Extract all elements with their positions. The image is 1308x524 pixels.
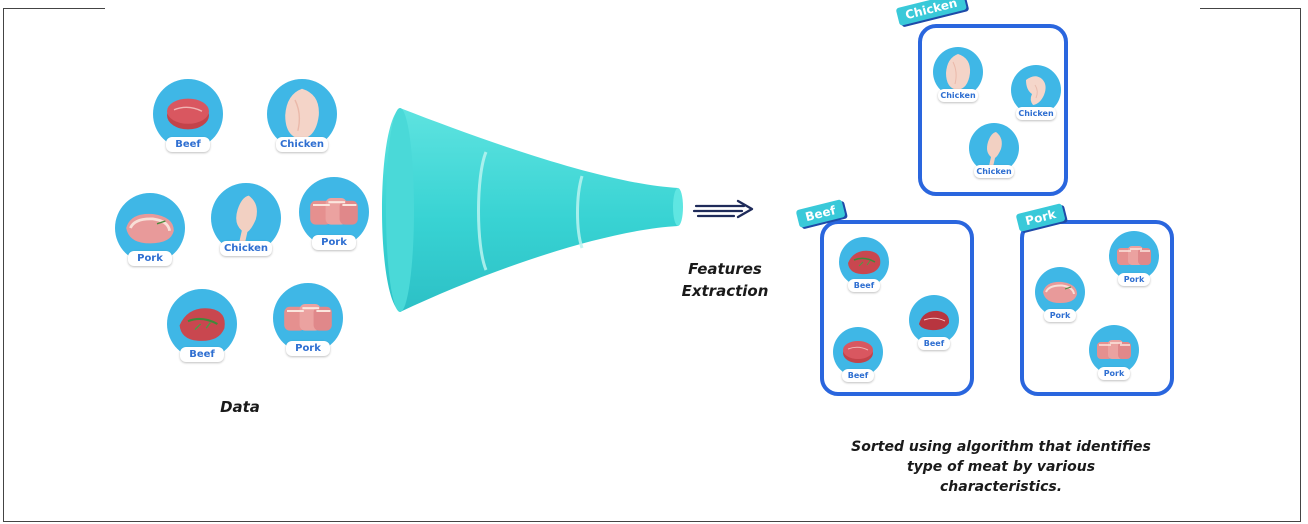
sorted-caption: Sorted using algorithm that identifies t… <box>836 437 1166 497</box>
frame-top-left-line <box>3 8 105 9</box>
chicken-group-box <box>918 24 1068 196</box>
meat-label: Chicken <box>974 165 1014 178</box>
meat-label: Beef <box>918 337 950 350</box>
input-item-pork: Pork <box>273 283 343 356</box>
meat-label: Pork <box>1098 367 1130 380</box>
features-extraction-caption: Features Extraction <box>670 258 780 302</box>
sorted-caption-line-3: characteristics. <box>939 479 1063 495</box>
meat-label: Chicken <box>938 89 978 102</box>
pork-group-item: Pork <box>1109 231 1159 286</box>
meat-label: Beef <box>166 137 210 152</box>
beef-group-box <box>820 220 974 396</box>
meat-label: Pork <box>128 251 172 266</box>
meat-label: Chicken <box>1016 107 1056 120</box>
frame-top-right-line <box>1200 8 1301 9</box>
beef-group-item: Beef <box>909 295 959 350</box>
chicken-group-item: Chicken <box>933 47 983 102</box>
feature-extraction-funnel <box>382 108 683 312</box>
meat-thumbnail <box>153 79 223 149</box>
meat-thumbnail <box>1089 325 1139 375</box>
features-caption-line-2: Extraction <box>681 282 769 300</box>
meat-thumbnail <box>909 295 959 345</box>
input-item-beef: Beef <box>167 289 237 362</box>
funnel-body <box>382 108 678 312</box>
meat-thumbnail <box>933 47 983 97</box>
meat-label: Pork <box>1044 309 1076 322</box>
figure-frame <box>3 8 1301 522</box>
meat-label: Beef <box>180 347 224 362</box>
beef-group-item: Beef <box>833 327 883 382</box>
funnel-outlet <box>673 188 683 226</box>
pork-group-item: Pork <box>1089 325 1139 380</box>
meat-label: Pork <box>312 235 356 250</box>
features-caption-line-1: Features <box>688 260 762 278</box>
input-item-chicken: Chicken <box>267 79 337 152</box>
meat-thumbnail <box>1035 267 1085 317</box>
pork-group-box <box>1020 220 1174 396</box>
funnel-mouth <box>386 108 414 312</box>
input-item-chicken: Chicken <box>211 183 281 256</box>
pork-group-item: Pork <box>1035 267 1085 322</box>
meat-thumbnail <box>1011 65 1061 115</box>
meat-label: Chicken <box>220 241 272 256</box>
meat-thumbnail <box>833 327 883 377</box>
input-item-pork: Pork <box>115 193 185 266</box>
sorted-caption-line-2: type of meat by various <box>906 459 1096 475</box>
chicken-group-item: Chicken <box>1011 65 1061 120</box>
funnel-ring-1 <box>477 151 488 271</box>
sorted-caption-line-1: Sorted using algorithm that identifies <box>851 439 1151 455</box>
beef-group-item: Beef <box>839 237 889 292</box>
chicken-group-item: Chicken <box>969 123 1019 178</box>
funnel-ring-2 <box>576 175 584 249</box>
meat-label: Chicken <box>276 137 328 152</box>
input-item-beef: Beef <box>153 79 223 152</box>
data-caption: Data <box>220 398 260 416</box>
meat-label: Beef <box>848 279 880 292</box>
meat-thumbnail <box>839 237 889 287</box>
meat-label: Beef <box>842 369 874 382</box>
arrow-icon <box>692 199 754 219</box>
meat-thumbnail <box>115 193 185 263</box>
meat-thumbnail <box>969 123 1019 173</box>
input-item-pork: Pork <box>299 177 369 250</box>
meat-thumbnail <box>1109 231 1159 281</box>
meat-label: Pork <box>1118 273 1150 286</box>
meat-label: Pork <box>286 341 330 356</box>
